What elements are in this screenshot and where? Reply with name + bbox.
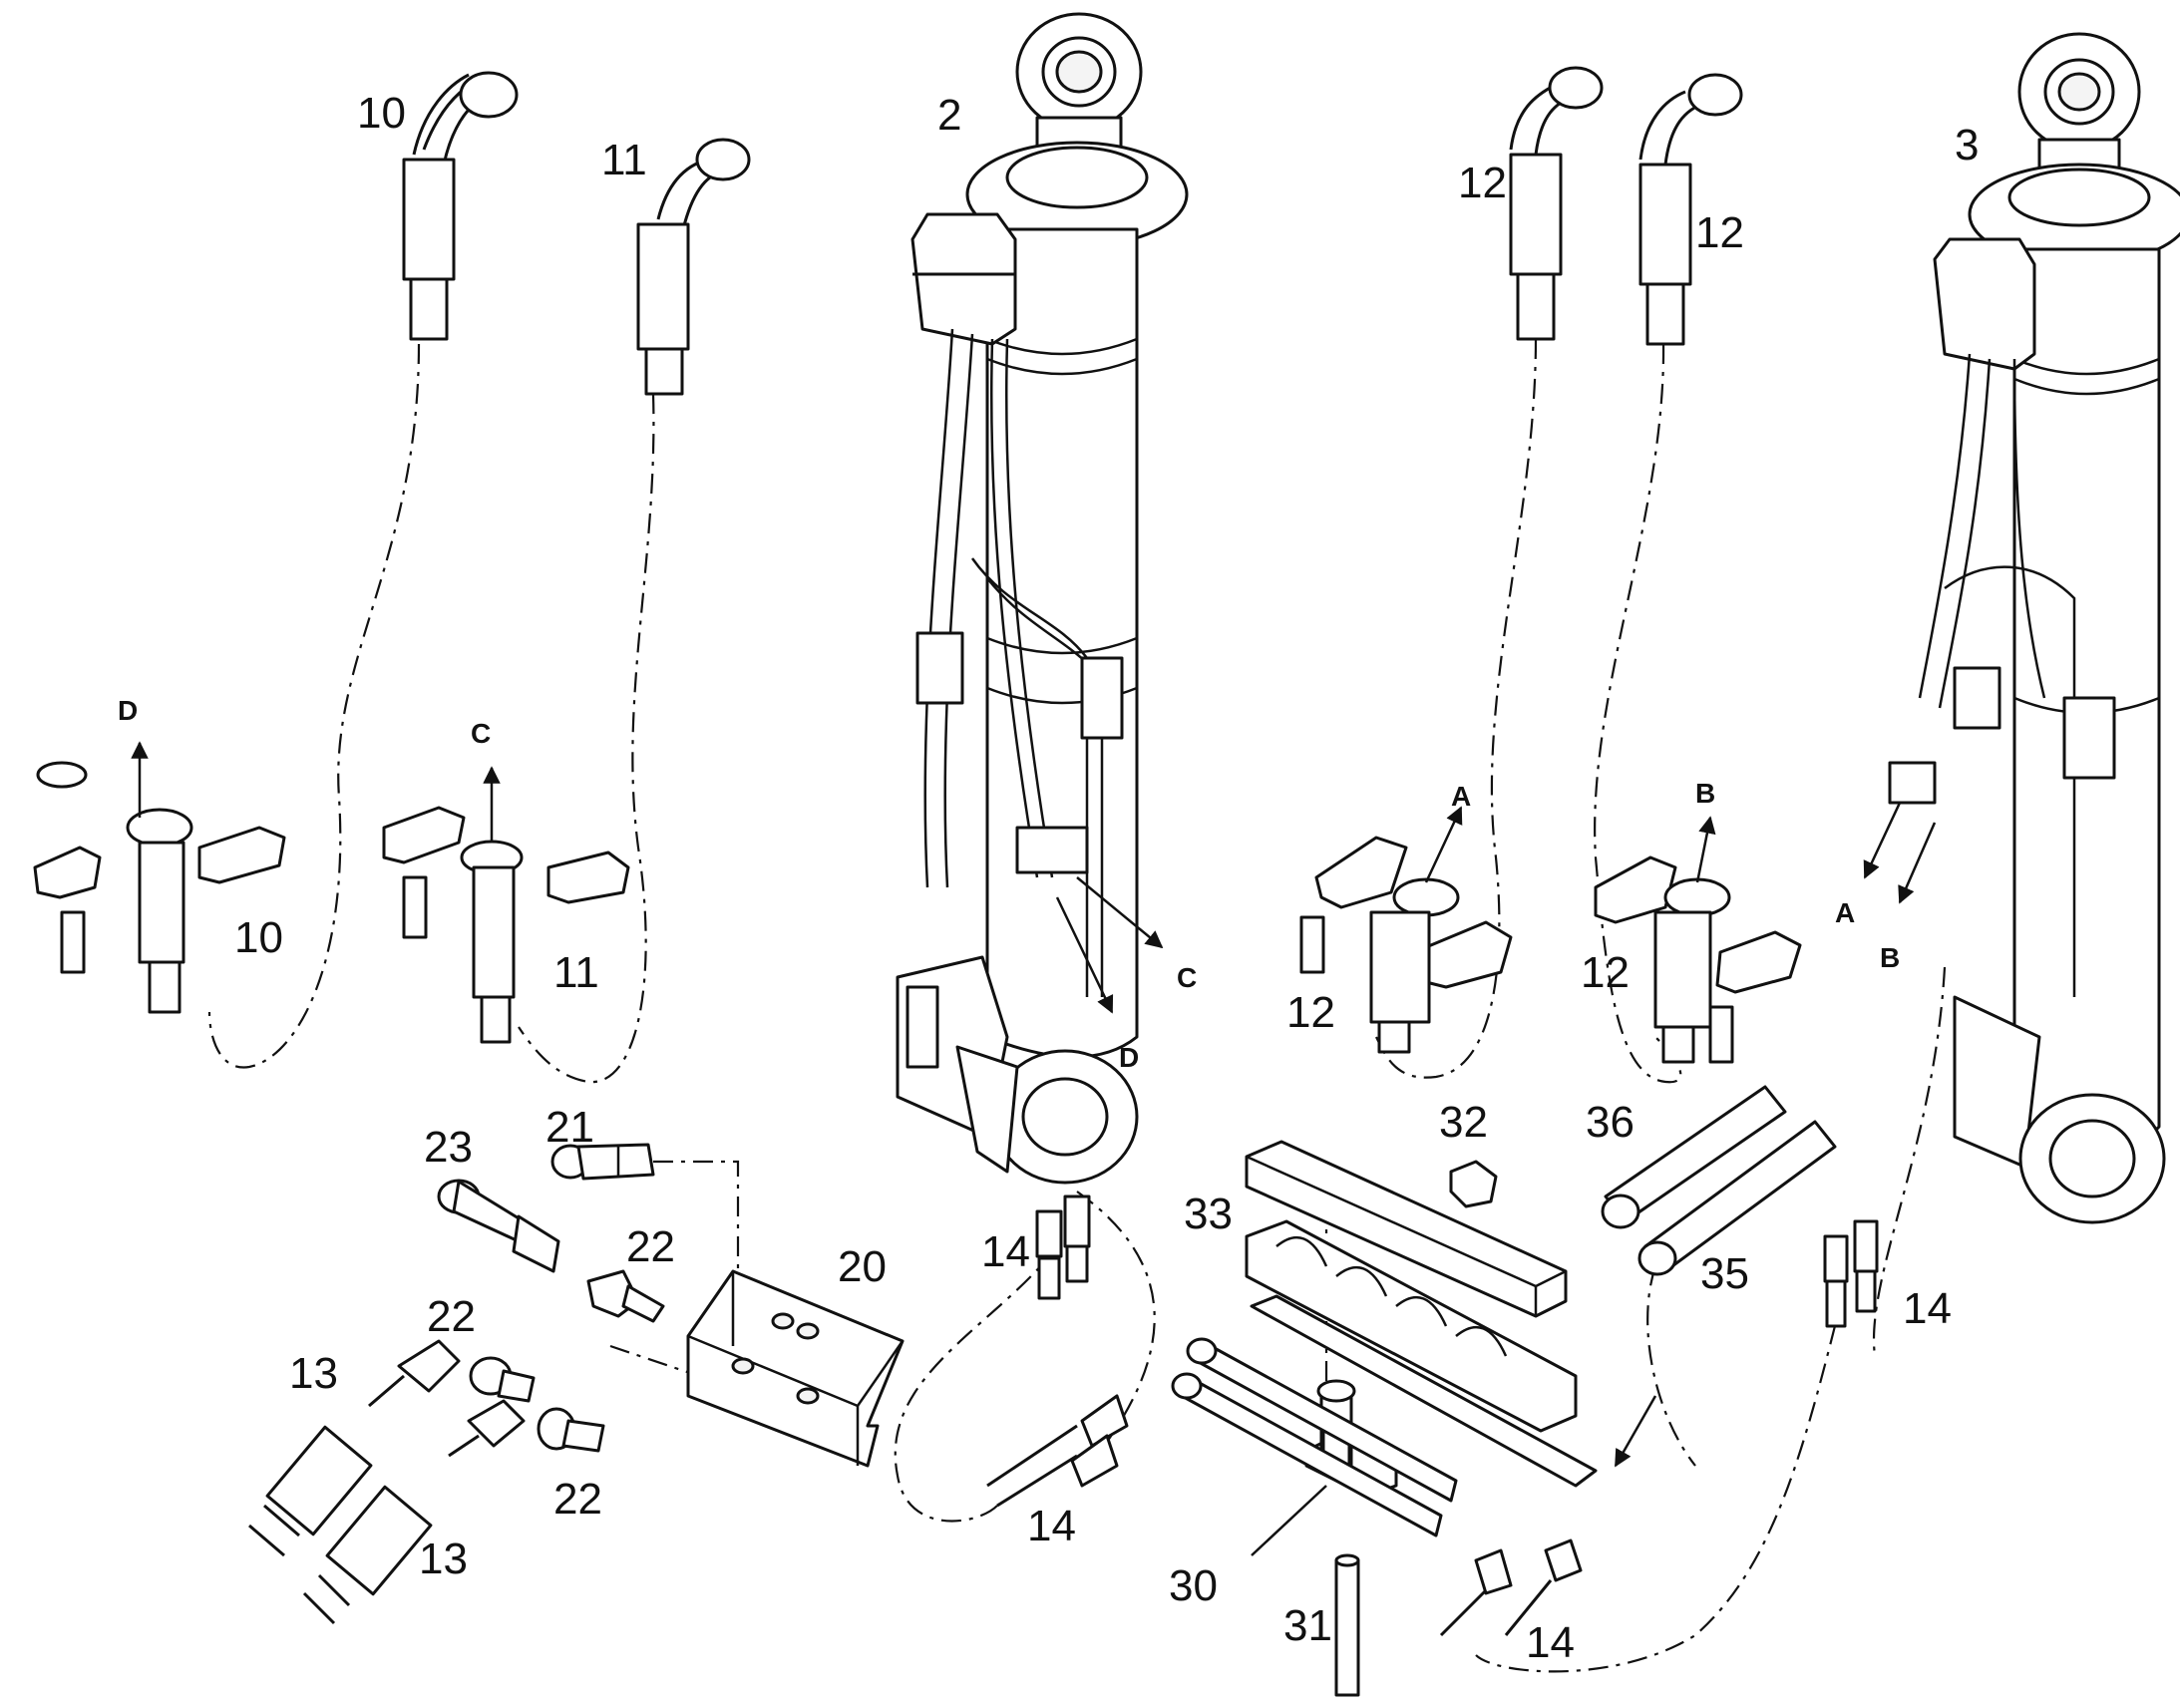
bolt-21 <box>550 1143 655 1181</box>
connection-letters: D C A B C D A B <box>118 695 1900 1073</box>
callout-32: 32 <box>1439 1098 1488 1147</box>
callout-12: 12 <box>1286 988 1335 1037</box>
hose-ends-14-center-upper <box>1035 1195 1091 1300</box>
callout-22: 22 <box>427 1292 476 1341</box>
letter-a: A <box>1835 897 1855 928</box>
letter-c: C <box>471 718 491 749</box>
callout-14: 14 <box>981 1227 1030 1276</box>
flange-assembly-12-left <box>1299 806 1513 1054</box>
hose-35 <box>1637 1120 1837 1276</box>
callout-12: 12 <box>1458 159 1507 207</box>
hydraulic-cylinder-2 <box>896 12 1189 1185</box>
flange-assembly-10 <box>33 741 286 1014</box>
callout-35: 35 <box>1700 1249 1749 1298</box>
fitting-23 <box>437 1179 560 1273</box>
callout-11: 11 <box>553 948 599 997</box>
callout-22: 22 <box>553 1475 602 1524</box>
hose-ends-14-center-lower <box>986 1394 1129 1508</box>
callout-12: 12 <box>1695 208 1744 257</box>
callout-14: 14 <box>1526 1618 1575 1667</box>
hose-routing-lines <box>207 338 1947 1673</box>
hose-12-top-right <box>1638 73 1743 346</box>
bolt-31 <box>1334 1553 1360 1697</box>
hose-11-top <box>636 138 751 396</box>
hose-36 <box>1601 1085 1787 1229</box>
callout-3: 3 <box>1955 121 1979 170</box>
callout-13: 13 <box>289 1349 338 1398</box>
callout-12: 12 <box>1581 948 1630 997</box>
callout-10: 10 <box>234 913 283 962</box>
hose-12-top-left <box>1509 66 1604 341</box>
clamp-33-lower <box>1245 1219 1578 1433</box>
hose-ends-14-bottom <box>1439 1538 1583 1637</box>
adapter-22-top <box>586 1269 665 1323</box>
hose-13-lower <box>302 1399 526 1625</box>
letter-c: C <box>1177 962 1197 993</box>
hydraulic-cylinder-3 <box>1863 32 2180 1224</box>
callout-31: 31 <box>1283 1601 1332 1650</box>
adapter-22-mid <box>469 1356 536 1403</box>
callout-23: 23 <box>424 1123 473 1172</box>
letter-d: D <box>1119 1042 1139 1073</box>
clamp-33-upper <box>1245 1140 1568 1318</box>
callout-22: 22 <box>626 1222 675 1271</box>
letter-b: B <box>1695 778 1715 809</box>
hose-13-upper <box>248 1339 461 1557</box>
letter-d: D <box>118 695 138 726</box>
manifold-block-20 <box>686 1269 905 1468</box>
callout-2: 2 <box>937 91 961 140</box>
flange-assembly-12-right <box>1594 816 1802 1064</box>
callout-30: 30 <box>1169 1561 1218 1610</box>
hose-10-top <box>402 71 519 341</box>
callout-33: 33 <box>1184 1190 1233 1238</box>
flange-assembly-11 <box>382 766 630 1044</box>
callout-21: 21 <box>545 1103 594 1152</box>
part-callouts: 2 3 10 10 11 11 12 12 12 12 13 13 14 14 … <box>234 89 1979 1667</box>
letter-a: A <box>1451 781 1471 812</box>
callout-14: 14 <box>1903 1284 1952 1333</box>
nut-32 <box>1449 1160 1498 1208</box>
callout-11: 11 <box>601 136 647 184</box>
adapter-22-low <box>537 1407 605 1453</box>
letter-b: B <box>1880 942 1900 973</box>
bolts-30 <box>1171 1337 1458 1537</box>
callout-36: 36 <box>1586 1098 1635 1147</box>
leader-lines <box>1251 1395 1657 1556</box>
callout-20: 20 <box>838 1242 887 1291</box>
callout-10: 10 <box>357 89 406 138</box>
hose-ends-14-right <box>1823 1219 1879 1328</box>
callout-14: 14 <box>1027 1502 1076 1550</box>
callout-13: 13 <box>419 1535 468 1583</box>
